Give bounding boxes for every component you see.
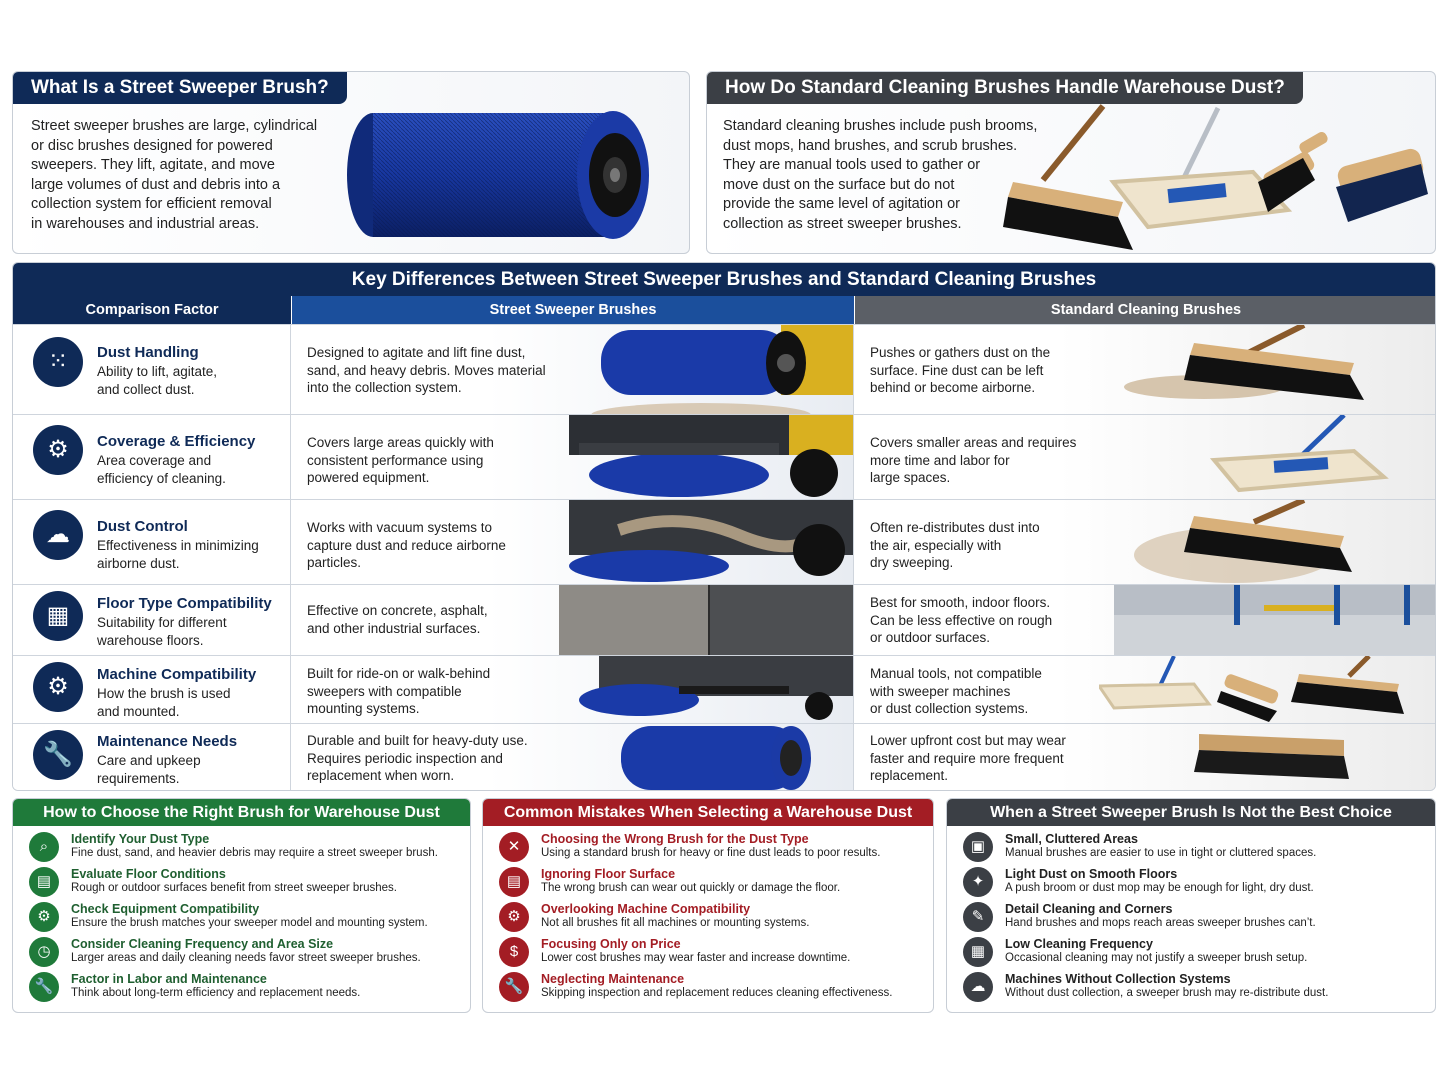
boxes-icon: ▣ <box>963 832 993 862</box>
ride-on-sweeper-image <box>569 415 853 497</box>
wrench-icon: 🔧 <box>29 972 59 1002</box>
sweeper-text: Durable and built for heavy-duty use.Req… <box>307 733 528 783</box>
dust-mop-image <box>1209 415 1389 493</box>
common-mistakes-card: Common Mistakes When Selecting a Warehou… <box>482 798 934 1013</box>
broom-dust-cloud-image <box>1134 500 1352 583</box>
list-item: ▤ Evaluate Floor Conditions Rough or out… <box>13 867 470 902</box>
cloud-icon: ☁ <box>33 510 83 560</box>
table-row: ▦ Floor Type Compatibility Suitability f… <box>13 584 1435 655</box>
vacuum-sweeper-image <box>569 500 853 582</box>
list-item: ⌕ Identify Your Dust Type Fine dust, san… <box>13 832 470 867</box>
list-item: ⚙ Check Equipment Compatibility Ensure t… <box>13 902 470 937</box>
dots-icon: ⁙ <box>33 337 83 387</box>
floor-icon: ▤ <box>29 867 59 897</box>
column-header-factor: Comparison Factor <box>13 296 291 324</box>
card-title: How Do Standard Cleaning Brushes Handle … <box>707 72 1303 104</box>
list-item: 🔧 Factor in Labor and Maintenance Think … <box>13 972 470 1007</box>
manual-tools-image <box>1099 656 1404 722</box>
column-header-sweeper: Street Sweeper Brushes <box>291 296 854 324</box>
standard-brushes-card: How Do Standard Cleaning Brushes Handle … <box>706 71 1436 254</box>
warehouse-floor-image <box>1114 585 1435 655</box>
worn-sweeper-brush-image <box>621 726 811 790</box>
sweeper-text: Effective on concrete, asphalt,and other… <box>307 603 488 636</box>
list-item: ▣ Small, Cluttered Areas Manual brushes … <box>947 832 1435 867</box>
table-row: ⚙ Coverage & Efficiency Area coverage an… <box>13 414 1435 499</box>
not-best-choice-card: When a Street Sweeper Brush Is Not the B… <box>946 798 1436 1013</box>
list-item: ✦ Light Dust on Smooth Floors A push bro… <box>947 867 1435 902</box>
concrete-asphalt-image <box>559 585 853 655</box>
factor-title: Maintenance Needs <box>97 733 238 750</box>
list-item: ☁ Machines Without Collection Systems Wi… <box>947 972 1435 1007</box>
factor-title: Coverage & Efficiency <box>97 433 256 450</box>
table-row: ⚙ Machine Compatibility How the brush is… <box>13 655 1435 723</box>
sparkle-icon: ✦ <box>963 867 993 897</box>
choose-brush-card: How to Choose the Right Brush for Wareho… <box>12 798 471 1013</box>
floor-icon: ▤ <box>499 867 529 897</box>
gear-icon: ⚙ <box>29 902 59 932</box>
list-item: ⚙ Overlooking Machine Compatibility Not … <box>483 902 933 937</box>
machine-gear-icon: ⚙ <box>33 662 83 712</box>
list-item: ▦ Low Cleaning Frequency Occasional clea… <box>947 937 1435 972</box>
cloud-icon: ☁ <box>963 972 993 1002</box>
sweeper-text: Designed to agitate and lift fine dust,s… <box>307 345 546 395</box>
comparison-table: Key Differences Between Street Sweeper B… <box>12 262 1436 791</box>
card-text: Standard cleaning brushes include push b… <box>723 118 1038 232</box>
factor-title: Floor Type Compatibility <box>97 595 272 612</box>
table-row: ☁ Dust Control Effectiveness in minimizi… <box>13 499 1435 584</box>
table-row: ⁙ Dust Handling Ability to lift, agitate… <box>13 324 1435 414</box>
list-item: ▤ Ignoring Floor Surface The wrong brush… <box>483 867 933 902</box>
card-title: When a Street Sweeper Brush Is Not the B… <box>947 799 1435 826</box>
card-text: Street sweeper brushes are large, cylind… <box>31 118 318 232</box>
grid-icon: ▦ <box>33 591 83 641</box>
factor-title: Dust Handling <box>97 344 199 361</box>
gear-icon: ⚙ <box>499 902 529 932</box>
manual-brushes-image <box>1003 104 1428 250</box>
cylindrical-brush-image <box>347 111 649 239</box>
x-icon: ✕ <box>499 832 529 862</box>
push-broom-dust-image <box>1124 325 1364 400</box>
clock-icon: ◷ <box>29 937 59 967</box>
card-title: What Is a Street Sweeper Brush? <box>13 72 347 104</box>
table-title: Key Differences Between Street Sweeper B… <box>13 263 1435 296</box>
card-title: How to Choose the Right Brush for Wareho… <box>13 799 470 826</box>
brush-mounting-image <box>579 656 853 720</box>
street-sweeper-brush-card: What Is a Street Sweeper Brush? Street s… <box>12 71 690 254</box>
factor-desc: Ability to lift, agitate,and collect dus… <box>97 364 218 397</box>
worn-broom-head-image <box>1194 734 1349 779</box>
list-item: ✎ Detail Cleaning and Corners Hand brush… <box>947 902 1435 937</box>
calendar-icon: ▦ <box>963 937 993 967</box>
factor-title: Dust Control <box>97 518 188 535</box>
factor-title: Machine Compatibility <box>97 666 257 683</box>
dollar-icon: $ <box>499 937 529 967</box>
card-title: Common Mistakes When Selecting a Warehou… <box>483 799 933 848</box>
sweeper-brush-dust-image <box>591 325 853 414</box>
wrench-icon: 🔧 <box>499 972 529 1002</box>
brush-icon: ✎ <box>963 902 993 932</box>
column-header-standard: Standard Cleaning Brushes <box>854 296 1435 324</box>
search-icon: ⌕ <box>29 832 59 862</box>
list-item: ✕ Choosing the Wrong Brush for the Dust … <box>483 832 933 867</box>
list-item: $ Focusing Only on Price Lower cost brus… <box>483 937 933 972</box>
gear-icon: ⚙ <box>33 425 83 475</box>
list-item: ◷ Consider Cleaning Frequency and Area S… <box>13 937 470 972</box>
list-item: 🔧 Neglecting Maintenance Skipping inspec… <box>483 972 933 1007</box>
standard-text: Best for smooth, indoor floors.Can be le… <box>870 595 1053 645</box>
wrench-icon: 🔧 <box>33 730 83 780</box>
